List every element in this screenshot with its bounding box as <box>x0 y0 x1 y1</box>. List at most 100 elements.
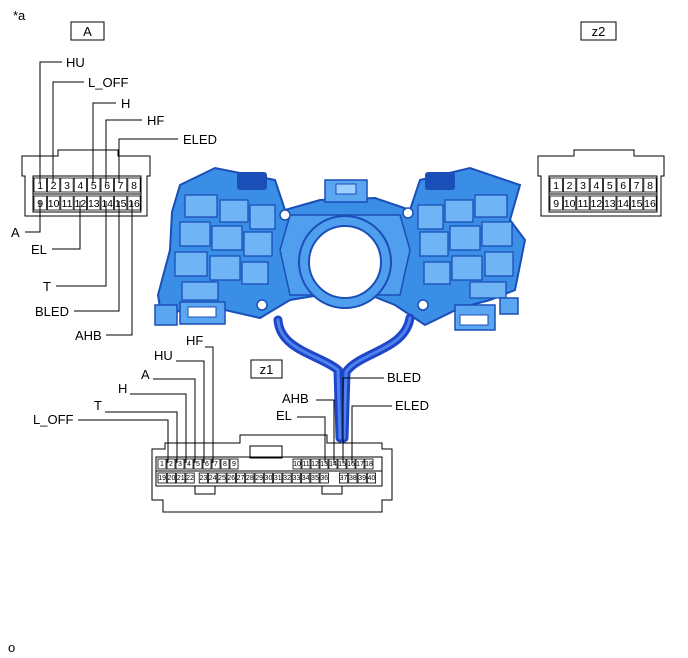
a-callout-t: T <box>43 279 51 294</box>
connector-z2-pin-number: 8 <box>647 180 653 192</box>
connector-z1-pin-cell <box>193 458 203 470</box>
footer-mark: o <box>8 640 15 655</box>
connector-z1-pin-number: 25 <box>218 475 226 482</box>
connector-z1-pin-number: 13 <box>320 461 328 468</box>
a-callout-bled: BLED <box>35 304 69 319</box>
connector-a-pin-number: 3 <box>64 180 70 192</box>
connector-z2-pin-cell <box>603 195 617 211</box>
connector-a-pin-number: 6 <box>104 180 110 192</box>
connector-z2-pin-cell <box>630 177 644 193</box>
connector-z1-pin-number: 32 <box>283 475 291 482</box>
connector-z2-pin-number: 5 <box>607 180 613 192</box>
connector-z2-pin-number: 10 <box>564 198 576 210</box>
connector-z1-pin-number: 28 <box>246 475 254 482</box>
figure-tag: *a <box>13 8 26 23</box>
connector-z2-pin-number: 13 <box>604 198 616 210</box>
connector-z1-pin-number: 16 <box>347 461 355 468</box>
connector-z2-pin-number: 1 <box>553 180 559 192</box>
connector-z2-pin-number: 9 <box>553 198 559 210</box>
connector-a-pin-cell <box>47 195 61 211</box>
a-callout-h: H <box>121 96 130 111</box>
connector-z1-pin-number: 31 <box>274 475 282 482</box>
connector-a-pin-number: 1 <box>37 180 43 192</box>
connector-z1-pin-number: 7 <box>214 461 218 468</box>
a-callout-hu: HU <box>66 55 85 70</box>
connector-z2-pin-cell <box>589 195 604 211</box>
connector-z1-pin-number: 2 <box>169 461 173 468</box>
connector-a-pin-cell <box>87 195 101 211</box>
connector-z2-pin-cell <box>603 177 617 193</box>
connector-z1-pin-cell <box>217 472 227 484</box>
connector-z1-pin-number: 34 <box>302 475 310 482</box>
connector-z2-pin-cell <box>549 195 563 211</box>
connector-z1-pin-number: 6 <box>205 461 209 468</box>
connector-a-pin-cell <box>127 177 141 193</box>
z1-callout-hu: HU <box>154 348 173 363</box>
connector-z1-pin-number: 27 <box>237 475 245 482</box>
connector-z1-pin-cell <box>176 472 186 484</box>
connector-z1-pin-number: 39 <box>358 475 366 482</box>
connector-a-pin-number: 11 <box>62 198 73 210</box>
connector-z1-pin-cell <box>364 458 374 470</box>
connector-a-pin-number: 4 <box>77 180 83 192</box>
connector-a-pin-number: 15 <box>115 198 127 210</box>
connector-z1-pin-cell <box>273 472 283 484</box>
connector-z2-pin-cell <box>576 195 590 211</box>
z1-callout-ahb: AHB <box>282 391 309 406</box>
connector-z1-pin-cell <box>301 472 311 484</box>
connector-z1-pin-number: 29 <box>255 475 263 482</box>
connector-z2-pin-cell <box>643 195 657 211</box>
connector-z1-pin-number: 38 <box>349 475 357 482</box>
connector-z2-pin-number: 4 <box>593 180 599 192</box>
connector-z2-pin-number: 6 <box>620 180 626 192</box>
connector-z1-pin-number: 10 <box>293 461 301 468</box>
connector-a-pin-cell <box>60 195 74 211</box>
connector-z1-pin-cell <box>346 458 356 470</box>
connector-z2-pin-cell <box>616 177 630 193</box>
wire-harness <box>273 313 415 443</box>
connector-z1-pin-number: 22 <box>186 475 194 482</box>
connector-z1-pin-cell <box>328 458 338 470</box>
connector-a-pin-cell <box>87 177 101 193</box>
connector-z2-pin-number: 14 <box>617 198 629 210</box>
z1-callout-a: A <box>141 367 150 382</box>
connector-z2-pin-cell <box>643 177 657 193</box>
connector-z2-pin-cell <box>576 177 590 193</box>
connector-z1-pin-cell <box>337 458 347 470</box>
connector-z1-pin-cell <box>292 458 302 470</box>
connector-a-pin-number: 7 <box>118 180 124 192</box>
connector-z1-pin-number: 8 <box>223 461 227 468</box>
connector-z2-pin-number: 12 <box>591 198 603 210</box>
connector-z1-pin-cell <box>310 458 320 470</box>
connector-z1-pin-number: 30 <box>265 475 273 482</box>
connector-a-pin-cell <box>114 177 128 193</box>
connector-z1-pin-number: 37 <box>340 475 348 482</box>
connector-z1-pin-cell <box>157 458 167 470</box>
connector-label-a: A <box>70 21 105 41</box>
combination-switch-part <box>154 166 527 331</box>
connector-z1-pin-number: 17 <box>356 461 364 468</box>
connector-a-pin-number: 13 <box>88 198 100 210</box>
connector-z1-pin-number: 36 <box>320 475 328 482</box>
connector-a-pin-cell <box>73 177 87 193</box>
connector-z1-pin-cell <box>198 472 208 484</box>
connector-a-pin-number: 16 <box>128 198 140 210</box>
connector-a-callout-lines <box>25 61 178 336</box>
connector-z1-pin-cell <box>319 472 329 484</box>
connector-label-z2: z2 <box>580 21 617 41</box>
a-callout-l-off: L_OFF <box>88 75 129 90</box>
connector-z2-pin-cell <box>549 177 563 193</box>
z1-callout-l-off: L_OFF <box>33 412 74 427</box>
connector-z1-pin-cell <box>229 458 239 470</box>
connector-z1-pin-cell <box>357 472 367 484</box>
connector-a-pin-cell <box>100 195 114 211</box>
connector-z1-pin-cell <box>220 458 230 470</box>
connector-z1-pin-cell <box>202 458 212 470</box>
connector-z1-pin-cell <box>157 472 167 484</box>
connector-z2-pin-number: 16 <box>644 198 656 210</box>
connector-z2-pin-cell <box>630 195 644 211</box>
connector-z1-pin-cell <box>166 458 176 470</box>
connector-z2-pin-cell <box>563 177 577 193</box>
connector-a-pin-cell <box>60 177 74 193</box>
